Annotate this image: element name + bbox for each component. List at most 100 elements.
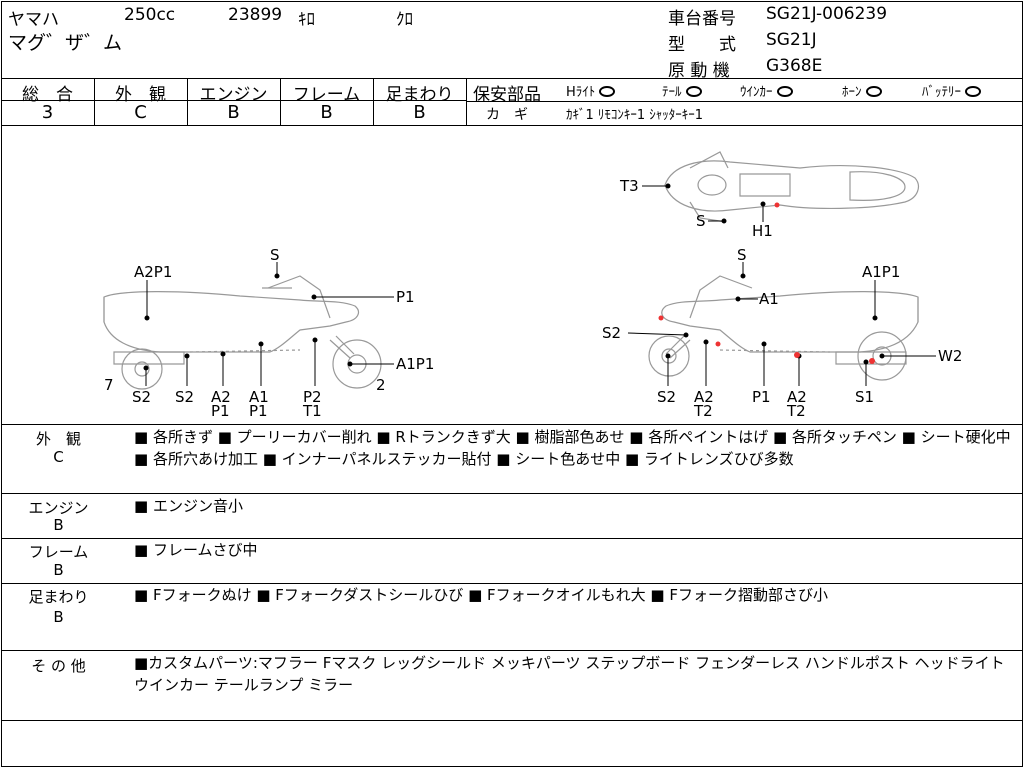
detail-grade: C xyxy=(53,448,64,466)
ok-circle-icon xyxy=(865,86,882,97)
callout-T2: T2 xyxy=(786,402,806,420)
divider xyxy=(187,78,188,125)
callout-S: S xyxy=(737,246,747,264)
divider xyxy=(1,650,1023,651)
callout-A1P1: A1P1 xyxy=(396,355,434,373)
scooter-left-callouts xyxy=(143,262,394,386)
callout-S2: S2 xyxy=(657,388,676,406)
detail-category: そ の 他 xyxy=(31,657,86,675)
callout-P1: P1 xyxy=(752,388,771,406)
grade-value-suspension: B xyxy=(413,102,426,123)
detail-text: ■ 各所きず ■ プーリーカバー削れ ■ Rトランクきず大 ■ 樹脂部色あせ ■… xyxy=(134,428,1011,468)
divider xyxy=(1,125,1023,126)
ok-circle-icon xyxy=(685,86,702,97)
callout-P2: P2 xyxy=(303,388,322,406)
callout-A1: A1 xyxy=(759,290,779,308)
grade-label-frame: フレーム xyxy=(292,85,361,105)
damage-mark xyxy=(774,202,780,208)
callout-A2: A2 xyxy=(694,388,714,406)
callout-A2: A2 xyxy=(211,388,231,406)
callout-S: S xyxy=(696,212,706,230)
detail-category: 外 観 xyxy=(35,430,81,448)
divider xyxy=(1,100,467,101)
callout-S: S xyxy=(270,246,280,264)
grade-value-exterior: C xyxy=(134,102,147,123)
divider xyxy=(373,78,374,125)
key-value: ｶｷﾞ1 ﾘﾓｺﾝｷｰ1 ｼｬｯﾀｰｷｰ1 xyxy=(566,108,704,123)
detail-category: 足まわり xyxy=(28,588,89,606)
grade-label-overall: 総 合 xyxy=(22,85,73,105)
callout-S2: S2 xyxy=(175,388,194,406)
damage-mark xyxy=(658,315,664,321)
grade-value-engine: B xyxy=(227,102,240,123)
detail-grade: B xyxy=(53,608,64,626)
type-value: SG21J xyxy=(766,30,817,50)
divider xyxy=(1,583,1023,584)
callout-A1P1: A1P1 xyxy=(862,263,900,281)
callout-7: 7 xyxy=(104,376,114,394)
callout-T3: T3 xyxy=(619,177,639,195)
callout-T1: T1 xyxy=(302,402,322,420)
grade-label-suspension: 足まわり xyxy=(385,85,454,105)
callout-W2: W2 xyxy=(938,347,962,365)
ok-circle-icon xyxy=(965,86,981,97)
callout-P1: P1 xyxy=(211,402,230,420)
divider xyxy=(467,101,1023,102)
callout-H1: H1 xyxy=(752,222,773,240)
scooter-top-view xyxy=(664,151,919,223)
divider xyxy=(1,493,1023,494)
engine-label: 原 動 機 xyxy=(668,61,730,81)
mileage: 23899 xyxy=(228,5,283,25)
divider xyxy=(466,78,467,125)
safety-label: 保安部品 xyxy=(473,85,541,105)
detail-text: ■ Fフォークぬけ ■ Fフォークダストシールひび ■ Fフォークオイルもれ大 … xyxy=(134,586,828,604)
detail-grade: B xyxy=(53,561,64,579)
grade-label-exterior: 外 観 xyxy=(115,85,166,105)
safety-item-horn: ﾎｰﾝ xyxy=(842,81,882,100)
divider xyxy=(1,424,1023,425)
callout-A1: A1 xyxy=(249,388,269,406)
frame-no: SG21J-006239 xyxy=(766,4,888,24)
displacement: 250cc xyxy=(124,5,176,25)
safety-item-battery: ﾊﾞｯﾃﾘｰ xyxy=(922,81,981,100)
grade-value-overall: 3 xyxy=(41,102,54,123)
divider xyxy=(280,78,281,125)
maker: ヤマハ xyxy=(8,10,59,30)
safety-item-winker: ｳｲﾝｶｰ xyxy=(740,81,793,100)
callout-A2P1: A2P1 xyxy=(134,263,172,281)
model-name: マグ゛ザ゛ム xyxy=(8,32,123,54)
mileage-unit: ｷﾛ xyxy=(298,10,315,30)
divider xyxy=(1,78,1023,79)
callout-S1: S1 xyxy=(855,388,874,406)
detail-category: エンジン xyxy=(28,499,89,517)
callout-S2: S2 xyxy=(602,324,621,342)
ok-circle-icon xyxy=(776,86,793,97)
grade-label-engine: エンジン xyxy=(199,85,268,105)
damage-mark xyxy=(794,352,800,358)
callout-S2: S2 xyxy=(132,388,151,406)
color: ｸﾛ xyxy=(396,10,413,30)
grade-value-frame: B xyxy=(320,102,333,123)
callout-2: 2 xyxy=(376,376,386,394)
detail-text: ■カスタムパーツ:マフラー Fマスク レッグシールド メッキパーツ ステップボー… xyxy=(134,654,1005,694)
scooter-top-callouts xyxy=(642,183,766,224)
damage-mark xyxy=(869,358,875,364)
divider xyxy=(1,538,1023,539)
detail-grade: B xyxy=(53,516,64,534)
engine-value: G368E xyxy=(766,56,823,76)
damage-diagram: T3 S H1 S A2P1 P1 A1P1 7 2 S2 S2 A2 P1 A… xyxy=(103,151,962,420)
frame-no-label: 車台番号 xyxy=(668,9,736,29)
detail-category: フレーム xyxy=(28,543,89,561)
divider xyxy=(94,78,95,125)
divider xyxy=(1,720,1023,721)
damage-mark xyxy=(715,341,721,347)
scooter-right-view xyxy=(648,275,919,381)
callout-P1: P1 xyxy=(396,288,415,306)
ok-circle-icon xyxy=(599,86,616,97)
callout-A2: A2 xyxy=(787,388,807,406)
detail-text: ■ エンジン音小 xyxy=(134,497,243,515)
callout-T2: T2 xyxy=(693,402,713,420)
detail-text: ■ フレームさび中 xyxy=(134,541,258,559)
safety-item-taillight: ﾃｰﾙ xyxy=(662,81,702,100)
